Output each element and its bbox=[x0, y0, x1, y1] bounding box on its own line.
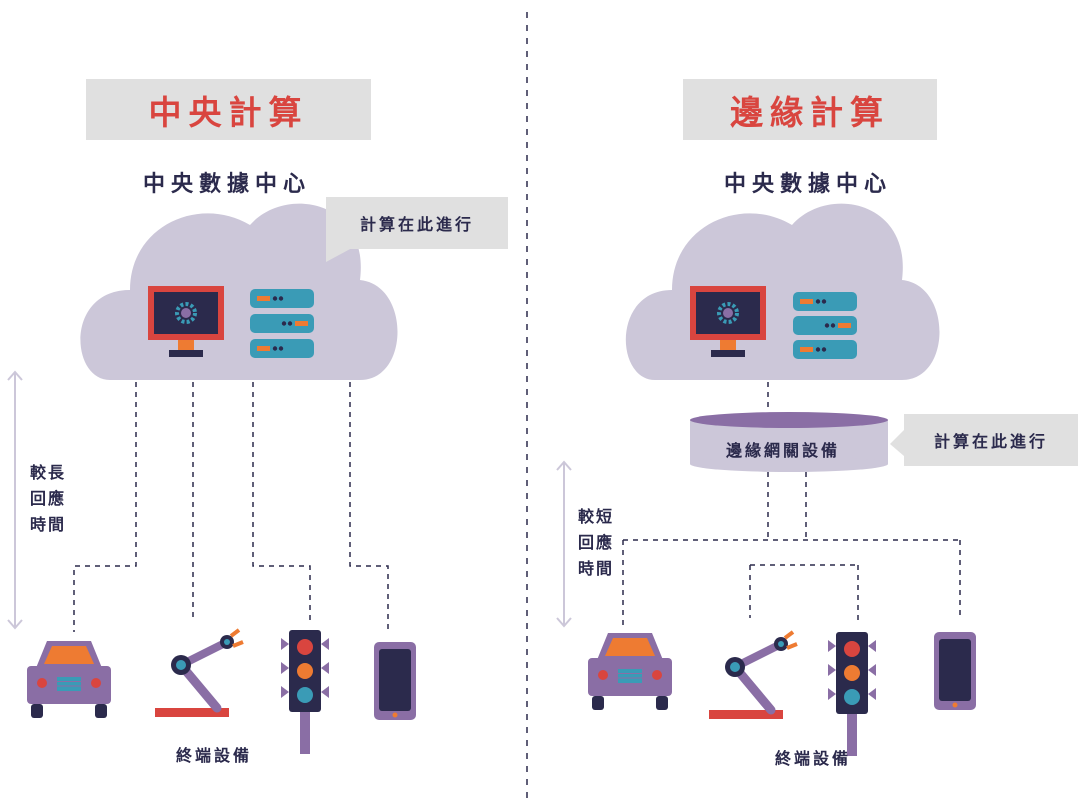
left-response-arrow bbox=[7, 370, 23, 630]
right-robot-arm-icon bbox=[709, 632, 797, 719]
right-response-time: 較短 回應 時間 bbox=[578, 504, 614, 582]
right-response-time-line-2: 回應 bbox=[578, 533, 615, 552]
right-response-arrow bbox=[556, 460, 572, 628]
right-smartphone-icon bbox=[934, 632, 976, 710]
right-datacenter-label: 中央數據中心 bbox=[724, 171, 893, 197]
left-response-time: 較長 回應 時間 bbox=[30, 460, 66, 538]
right-cloud-icon bbox=[625, 203, 940, 380]
right-response-time-line-3: 時間 bbox=[578, 559, 615, 578]
left-traffic-light-icon bbox=[281, 630, 329, 754]
left-response-time-line-1: 較長 bbox=[30, 463, 67, 482]
left-connectors bbox=[73, 382, 389, 632]
left-response-time-line-3: 時間 bbox=[30, 515, 67, 534]
right-connectors bbox=[622, 472, 961, 625]
right-car-icon bbox=[587, 632, 673, 711]
right-callout-pointer bbox=[890, 430, 904, 456]
right-title: 邊緣計算 bbox=[683, 79, 937, 140]
left-devices-label: 終端設備 bbox=[176, 746, 253, 765]
left-title: 中央計算 bbox=[86, 79, 371, 140]
left-car-icon bbox=[26, 640, 112, 719]
right-callout: 計算在此進行 bbox=[904, 414, 1078, 466]
left-robot-arm-icon bbox=[155, 630, 243, 717]
left-callout: 計算在此進行 bbox=[326, 197, 508, 249]
left-smartphone-icon bbox=[374, 642, 416, 720]
right-server-rack-icon bbox=[793, 292, 857, 359]
right-traffic-light-icon bbox=[828, 632, 876, 756]
right-response-time-line-1: 較短 bbox=[578, 507, 615, 526]
right-database-icon bbox=[690, 412, 888, 472]
left-server-rack-icon bbox=[250, 289, 314, 358]
right-devices-label: 終端設備 bbox=[775, 749, 852, 768]
left-response-time-line-2: 回應 bbox=[30, 489, 67, 508]
left-datacenter-label: 中央數據中心 bbox=[143, 171, 312, 197]
right-gateway-label: 邊緣網關設備 bbox=[726, 441, 841, 460]
